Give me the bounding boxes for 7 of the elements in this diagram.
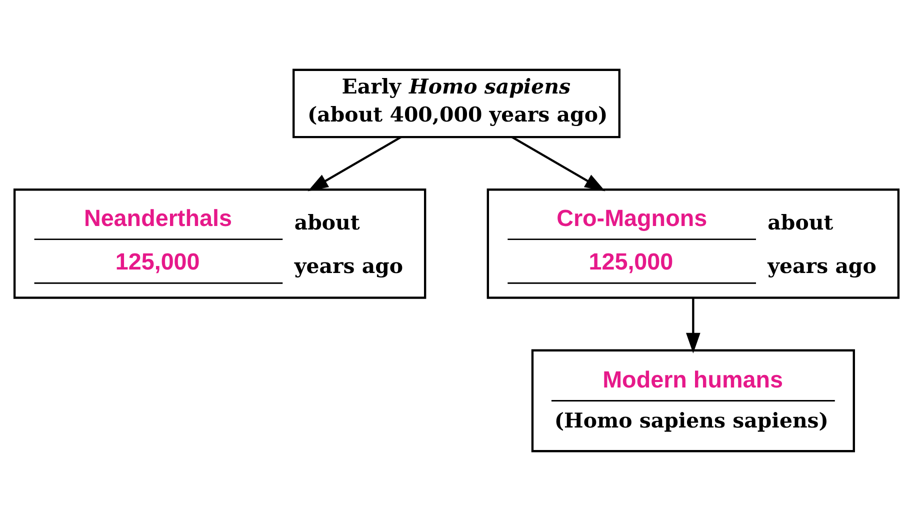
arrow [308, 136, 402, 192]
node-box: Modern humans (Homo sapiens sapiens) [531, 349, 855, 452]
node-box: Neanderthals about 125,000 years ago [13, 188, 426, 299]
node-box: Early Homo sapiens (about 400,000 years ago) [292, 68, 620, 138]
arrow [686, 298, 700, 354]
arrow [511, 136, 606, 192]
node-box: Cro-Magnons about 125,000 years ago [486, 188, 900, 299]
